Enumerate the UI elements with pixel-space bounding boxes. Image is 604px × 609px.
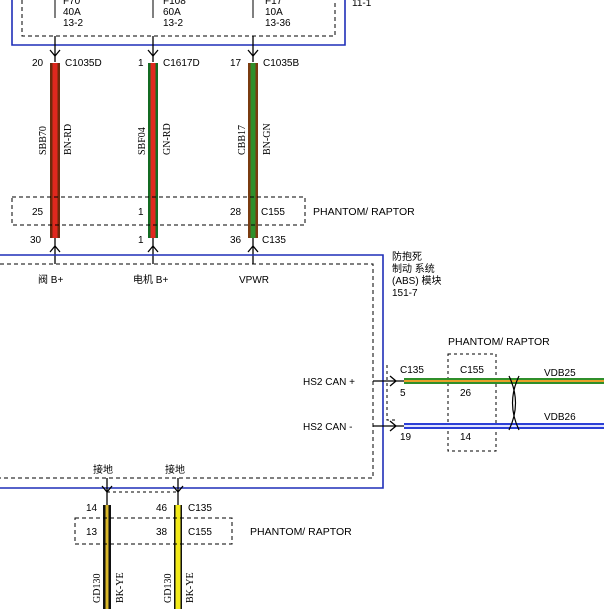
fuse-f17: F17 10A 13-36 (252, 0, 291, 29)
fuse-ref: 13-2 (63, 18, 83, 29)
variant-label: PHANTOM/ RAPTOR (448, 336, 550, 348)
inline-connector-top: 25 1 28 C155 PHANTOM/ RAPTOR (11, 196, 415, 226)
upper-stubs (49, 36, 259, 62)
module-title: (ABS) 模块 (392, 275, 441, 287)
variant-label: PHANTOM/ RAPTOR (313, 206, 415, 218)
pin-number: 5 (400, 388, 406, 399)
pin-function-label: VPWR (239, 275, 269, 286)
color-code-label: BK-YE (185, 572, 196, 603)
can-low-label: HS2 CAN - (303, 422, 352, 433)
pin-number: 38 (156, 527, 168, 538)
pin-number: 20 (32, 58, 44, 69)
fuse-id: F17 (265, 0, 283, 7)
wire-gd130-1 (103, 505, 111, 609)
pin-number: 46 (156, 503, 168, 514)
connector-label: C155 (460, 365, 484, 376)
fuse-id: F70 (63, 0, 81, 7)
circuit-label: CBB17 (237, 125, 248, 155)
pin-function-label: 阀 B+ (38, 273, 63, 286)
fuse-f70: F70 40A 13-2 (54, 0, 83, 29)
ground-section: 14 46 C135 13 38 C155 PHANTOM/ RAPTOR GD… (74, 478, 352, 609)
fuse-f108: F108 60A 13-2 (152, 0, 186, 29)
pin-number: 17 (230, 58, 242, 69)
pin-number: 26 (460, 388, 472, 399)
abs-module: 防抱死 制动 系统 (ABS) 模块 151-7 阀 B+ 电机 B+ VPWR… (0, 250, 441, 489)
variant-label: PHANTOM/ RAPTOR (250, 526, 352, 538)
color-code-label: GN-RD (162, 123, 173, 155)
ground-label: 接地 (165, 463, 185, 476)
circuit-label: SBF04 (137, 127, 148, 155)
circuit-label: GD130 (163, 574, 174, 603)
connector-label: C1035D (65, 58, 102, 69)
pin-number: 36 (230, 235, 242, 246)
fuse-box: 11-1 F70 40A 13-2 F108 60A 13-2 F17 10A … (11, 0, 372, 46)
can-section: PHANTOM/ RAPTOR C135 C155 5 26 VDB25 19 … (373, 336, 604, 452)
pin-function-label: 电机 B+ (133, 273, 168, 286)
can-high-label: HS2 CAN + (303, 377, 355, 388)
color-code-label: BN-GN (262, 123, 273, 155)
connector-label: C135 (400, 365, 424, 376)
connector-label: C155 (261, 207, 285, 218)
fuse-id: F108 (163, 0, 186, 7)
wire-sbb70 (50, 63, 60, 238)
ground-label: 接地 (93, 463, 113, 476)
connector-label: C135 (188, 503, 212, 514)
wire-gd130-2 (174, 505, 182, 609)
circuit-label: SBB70 (38, 126, 49, 155)
connector-label: C135 (262, 235, 286, 246)
color-code-label: BK-YE (115, 572, 126, 603)
connector-label: C155 (188, 527, 212, 538)
circuit-label: VDB26 (544, 412, 576, 423)
circuit-label: GD130 (92, 574, 103, 603)
module-title: 防抱死 (392, 250, 422, 263)
pin-number: 14 (86, 503, 98, 514)
fuse-box-ref: 11-1 (352, 0, 372, 9)
connector-label: C1617D (163, 58, 200, 69)
module-ref: 151-7 (392, 288, 418, 299)
connector-label: C1035B (263, 58, 299, 69)
fuse-rating: 40A (63, 7, 81, 18)
fuse-rating: 60A (163, 7, 181, 18)
pin-number: 1 (138, 207, 144, 218)
power-wire-labels: SBB70 BN-RD SBF04 GN-RD CBB17 BN-GN (38, 123, 273, 155)
abs-input-arrows (49, 238, 259, 264)
abs-top-pin-labels: 30 1 36 C135 (30, 235, 286, 246)
upper-pin-labels: 20 C1035D 1 C1617D 17 C1035B (32, 58, 299, 69)
module-title: 制动 系统 (392, 262, 435, 275)
circuit-label: VDB25 (544, 368, 576, 379)
pin-number: 19 (400, 432, 412, 443)
fuse-rating: 10A (265, 7, 283, 18)
wire-sbf04 (148, 63, 158, 238)
pin-number: 13 (86, 527, 98, 538)
fuse-ref: 13-2 (163, 18, 183, 29)
pin-number: 25 (32, 207, 44, 218)
pin-number: 1 (138, 58, 144, 69)
fuse-ref: 13-36 (265, 18, 291, 29)
color-code-label: BN-RD (63, 124, 74, 155)
wire-cbb17 (248, 63, 258, 238)
pin-number: 1 (138, 235, 144, 246)
pin-number: 30 (30, 235, 42, 246)
pin-number: 28 (230, 207, 242, 218)
pin-number: 14 (460, 432, 472, 443)
